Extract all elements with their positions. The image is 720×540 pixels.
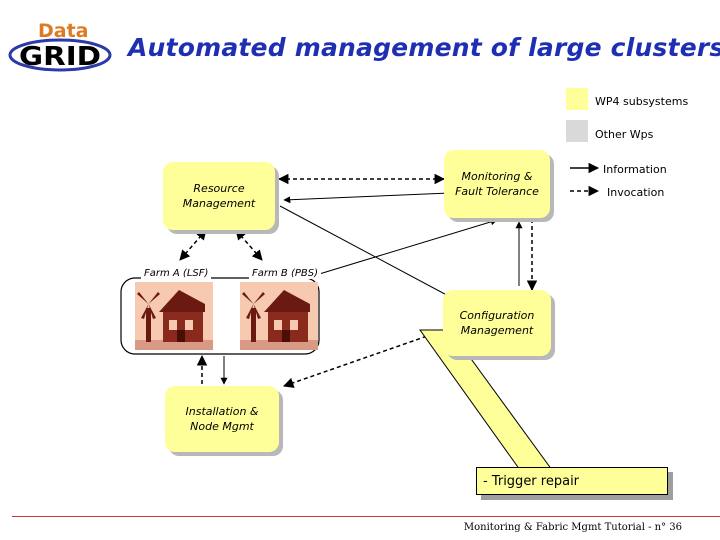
farm-a-barn-roof [159, 290, 205, 312]
farm-b-image [240, 282, 318, 350]
farm-b-windmill-tower [251, 308, 256, 342]
arrow-farm-to-monitoring [315, 218, 498, 276]
box-resource-management-label: Resource Management [182, 182, 256, 210]
arrow-resource-farm-a [179, 229, 207, 261]
farms-container [120, 277, 320, 355]
legend-swatch-other [566, 120, 588, 142]
box-configuration-management: Configuration Management [443, 290, 551, 356]
arrow-resource-configuration [279, 205, 457, 301]
callout-trigger-repair: - Trigger repair [476, 467, 668, 495]
datagrid-logo: Data GRID [8, 18, 112, 72]
box-monitoring: Monitoring & Fault Tolerance [444, 150, 550, 218]
box-installation-label: Installation & Node Mgmt [185, 405, 259, 433]
footer-text: Monitoring & Fabric Mgmt Tutorial - n° 3… [463, 522, 682, 533]
legend-swatch-wp4 [566, 88, 588, 110]
logo-data-text: Data [38, 20, 89, 42]
legend-label-other: Other Wps [595, 128, 654, 141]
farm-a-image [135, 282, 213, 350]
legend-label-wp4: WP4 subsystems [595, 95, 689, 108]
farm-b-barn-roof [264, 290, 310, 312]
farm-a-windmill-blades [137, 292, 160, 319]
box-installation: Installation & Node Mgmt [165, 386, 279, 452]
arrow-resource-farm-b [235, 229, 263, 261]
arrow-monitoring-to-resource [283, 192, 451, 204]
legend-label-invocation: Invocation [607, 186, 665, 199]
footer-divider [12, 516, 720, 517]
box-resource-management: Resource Management [163, 162, 275, 230]
legend-label-information: Information [603, 163, 667, 176]
arrow-installation-configuration [283, 324, 457, 388]
farm-a-windmill-tower [146, 308, 151, 342]
farm-b-label: Farm B (PBS) [249, 268, 321, 279]
callout-text: - Trigger repair [483, 473, 580, 489]
box-monitoring-label: Monitoring & Fault Tolerance [455, 170, 539, 198]
logo-grid-text: GRID [19, 42, 101, 72]
box-configuration-management-label: Configuration Management [459, 309, 535, 337]
farm-b-windmill-blades [242, 292, 265, 319]
page-title: Automated management of large clusters [128, 33, 720, 62]
farm-a-label: Farm A (LSF) [141, 268, 212, 279]
